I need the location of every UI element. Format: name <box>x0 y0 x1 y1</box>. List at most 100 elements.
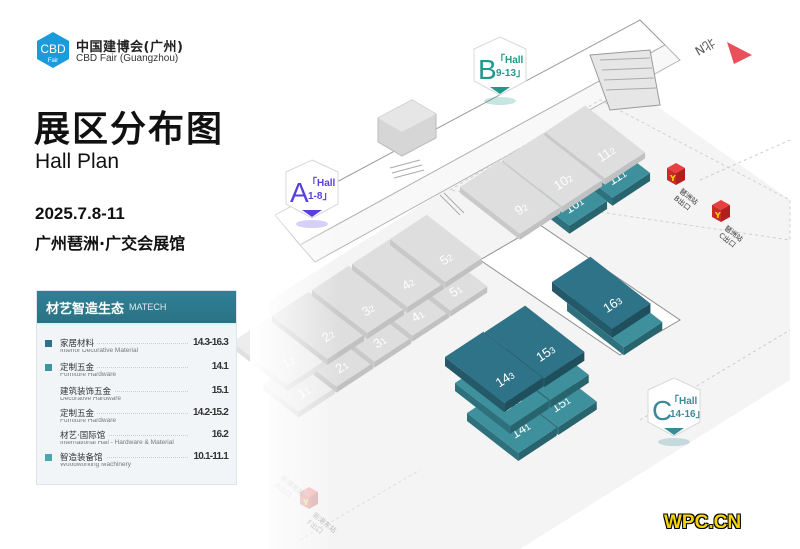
legend-title: 材艺智造生态 <box>46 301 125 317</box>
hall-side <box>352 264 408 314</box>
hall-4-2[interactable]: 42 <box>352 239 445 314</box>
legend-item: 定制五金 Furniture Hardware 14.1 <box>45 361 229 381</box>
hall-side <box>412 311 450 342</box>
hall-16-3[interactable]: 163 <box>552 256 651 338</box>
legend-swatch <box>45 340 52 347</box>
legend-item-en: International Hall - Hardware & Material <box>60 439 174 446</box>
hall-5-2[interactable]: 52 <box>390 214 483 289</box>
legend-item-halls: 14.3-16.3 <box>189 337 229 348</box>
legend-item-en: Interior Decorative Material <box>60 347 139 354</box>
hall-side <box>504 377 543 413</box>
hall-side <box>605 152 646 185</box>
legend-title-en: MATECH <box>129 302 167 312</box>
hall-side <box>558 401 597 435</box>
north-label: 北N <box>692 35 717 58</box>
legend-item-halls: 14.2-15.2 <box>189 407 229 418</box>
hall-top <box>552 256 651 329</box>
hall-side <box>336 362 374 393</box>
hall-side <box>567 303 624 356</box>
hall-side <box>450 286 488 317</box>
page-title: 展区分布图 <box>34 109 225 150</box>
legend-item-cn: 定制五金 <box>60 361 98 373</box>
hall-label: 102 <box>551 170 576 193</box>
hall-label: 112 <box>594 142 618 165</box>
legend-panel: 材艺智造生态 MATECH 家居材料 Interior Decorative M… <box>36 290 237 485</box>
hall-side <box>550 374 589 409</box>
hall-side <box>407 282 445 314</box>
hall-side <box>460 187 521 240</box>
hall-top <box>390 214 483 283</box>
hall-side <box>518 427 557 461</box>
leader-dots <box>85 413 188 414</box>
legend-item-en: Furniture Hardware <box>60 371 116 378</box>
zone-hall: 「Hall <box>495 53 524 66</box>
metro-icon: Y <box>714 211 721 220</box>
hall-side <box>612 303 651 338</box>
hall-side <box>445 357 505 413</box>
event-venue: 广州琶洲·广交会展馆 <box>35 234 186 253</box>
legend-item-halls: 10.1-11.1 <box>190 451 229 462</box>
hall-label: 163 <box>600 292 625 315</box>
legend-item: 家居材料 Interior Decorative Material 14.3-1… <box>45 337 229 357</box>
legend-item-halls: 14.1 <box>208 361 229 372</box>
hall-side <box>510 400 549 435</box>
hall-side <box>562 180 603 213</box>
hall-label: 143 <box>493 367 518 390</box>
hall-side <box>552 282 613 338</box>
legend-item: 智造装备馆 Woodworking Machinery 10.1-11.1 <box>45 451 229 471</box>
leader-dots <box>85 391 188 392</box>
hall-top <box>502 133 603 207</box>
leader-dots <box>85 457 188 458</box>
north-indicator: 北N <box>692 35 752 64</box>
hall-side <box>390 239 446 289</box>
hall-side <box>612 173 651 206</box>
zone-hall: 「Hall <box>669 394 698 407</box>
hall-side <box>445 257 483 289</box>
logo-text: CBD <box>40 42 66 56</box>
hall-9-2[interactable]: 92 <box>460 160 561 240</box>
hall-side <box>467 413 519 461</box>
metro-icon: Y <box>669 174 676 183</box>
legend-item-halls: 16.2 <box>208 429 229 440</box>
legend-item-en: Woodworking Machinery <box>60 461 132 468</box>
legend-item-halls: 15.1 <box>208 385 229 396</box>
arrow-down-icon <box>302 210 322 217</box>
hall-side <box>367 308 405 340</box>
legend-item-cn: 定制五金 <box>60 407 98 419</box>
legend-item-en: Decorative Hardware <box>60 395 122 402</box>
event-date: 2025.7.8-11 <box>35 204 125 223</box>
zone-range: 1-8」 <box>308 191 332 202</box>
hall-side <box>520 207 561 240</box>
hall-top <box>460 160 561 234</box>
watermark: WPC.CN <box>664 512 742 533</box>
hall-top <box>485 305 585 379</box>
hall-top <box>545 105 646 179</box>
legend-item-en: Furniture Hardware <box>60 417 116 424</box>
legend-swatch <box>45 454 52 461</box>
arrow-down-icon <box>490 87 510 94</box>
legend-item-cn: 家居材料 <box>60 337 98 349</box>
zone-hall: 「Hall <box>307 176 336 189</box>
north-arrow-icon <box>727 42 752 64</box>
hall-side <box>455 383 511 435</box>
legend-item-cn: 材艺·国际馆 <box>60 429 109 441</box>
hall-14-3[interactable]: 143 <box>445 331 543 413</box>
hall-side <box>623 321 663 356</box>
cbd-fair-logo: CBD Fair <box>37 32 69 68</box>
brand-name-en: CBD Fair (Guangzhou) <box>76 53 179 64</box>
leader-dots <box>85 343 188 344</box>
zone-letter: C <box>652 395 672 426</box>
leader-dots <box>85 435 188 436</box>
hall-label: 153 <box>533 342 558 365</box>
hall-top <box>445 331 543 404</box>
logo-sub: Fair <box>48 58 58 64</box>
map-fade <box>250 150 340 549</box>
legend-swatch <box>45 364 52 371</box>
hall-top <box>352 239 445 308</box>
hall-side <box>569 201 608 234</box>
legend-item: 定制五金 Furniture Hardware 14.2-15.2 <box>45 407 229 427</box>
